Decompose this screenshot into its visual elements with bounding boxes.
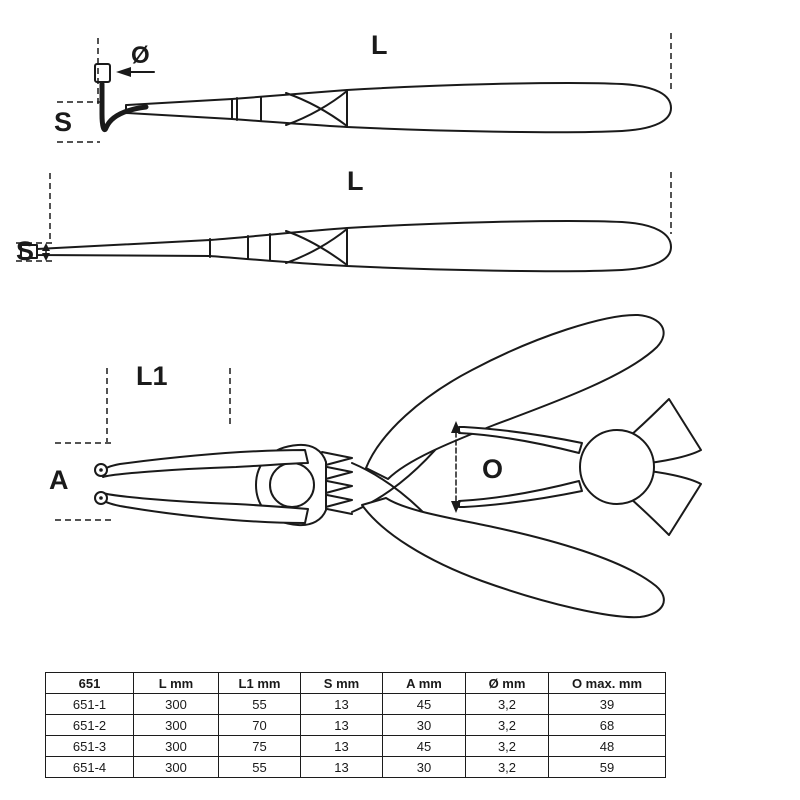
cell-model: 651-3 bbox=[45, 735, 134, 757]
head-on-joint-circle bbox=[579, 429, 655, 505]
cell-jaw-length: 55 bbox=[218, 693, 301, 715]
lower-handle bbox=[361, 497, 665, 619]
jaw-length-label: L1 bbox=[136, 361, 168, 391]
cell-diameter: 3,2 bbox=[465, 735, 549, 757]
cell-model: 651-1 bbox=[45, 693, 134, 715]
cell-tip-height: 13 bbox=[300, 693, 383, 715]
table-row: 651-2 300 70 13 30 3,2 68 bbox=[45, 714, 666, 736]
table-header-row: 651 L mm L1 mm S mm A mm Ø mm O max. mm bbox=[45, 672, 666, 694]
cell-tip-gap: 30 bbox=[382, 714, 466, 736]
cell-tip-height: 13 bbox=[300, 756, 383, 778]
header-jaw-length: L1 mm bbox=[218, 672, 301, 694]
diameter-arrow bbox=[116, 67, 155, 77]
spring-coil bbox=[321, 451, 353, 515]
opening-dimension-arrow bbox=[451, 421, 461, 513]
dimension-lines bbox=[55, 368, 231, 521]
cell-tip-gap: 45 bbox=[382, 693, 466, 715]
cell-max-opening: 68 bbox=[548, 714, 666, 736]
cell-model: 651-4 bbox=[45, 756, 134, 778]
table-row: 651-3 300 75 13 45 3,2 48 bbox=[45, 735, 666, 757]
cell-tip-gap: 45 bbox=[382, 735, 466, 757]
cell-max-opening: 48 bbox=[548, 735, 666, 757]
s-dimension-arrow bbox=[42, 243, 50, 261]
cell-max-opening: 39 bbox=[548, 693, 666, 715]
cell-tip-height: 13 bbox=[300, 735, 383, 757]
table-row: 651-1 300 55 13 45 3,2 39 bbox=[45, 693, 666, 715]
head-on-lower-arm bbox=[458, 480, 583, 508]
dimension-lines bbox=[16, 172, 672, 262]
cell-model: 651-2 bbox=[45, 714, 134, 736]
tip-height-label-straight-view: S bbox=[16, 236, 35, 266]
bent-tip-pliers-side-view bbox=[57, 33, 672, 143]
header-model: 651 bbox=[45, 672, 134, 694]
joint-cross-line bbox=[285, 92, 348, 127]
cell-jaw-length: 55 bbox=[218, 756, 301, 778]
cell-max-opening: 59 bbox=[548, 756, 666, 778]
joint-cross-line bbox=[285, 90, 348, 126]
joint-cross-line bbox=[285, 228, 348, 264]
head-on-upper-arm bbox=[458, 426, 583, 454]
specification-table-container: 651 L mm L1 mm S mm A mm Ø mm O max. mm … bbox=[45, 672, 666, 778]
cell-diameter: 3,2 bbox=[465, 714, 549, 736]
length-label-straight-view: L bbox=[347, 166, 364, 196]
header-tip-height: S mm bbox=[300, 672, 383, 694]
cell-length: 300 bbox=[133, 735, 219, 757]
cell-jaw-length: 75 bbox=[218, 735, 301, 757]
pliers-technical-drawing bbox=[16, 33, 702, 619]
head-on-view bbox=[451, 398, 702, 536]
diameter-label: Ø bbox=[131, 42, 150, 69]
cell-length: 300 bbox=[133, 714, 219, 736]
tip-gap-label: A bbox=[49, 465, 69, 495]
table-row: 651-4 300 55 13 30 3,2 59 bbox=[45, 756, 666, 778]
tip-height-label-bent-view: S bbox=[54, 107, 73, 137]
cell-length: 300 bbox=[133, 756, 219, 778]
needle-tip bbox=[36, 239, 211, 257]
cell-tip-gap: 30 bbox=[382, 756, 466, 778]
full-pliers-view bbox=[55, 313, 665, 619]
straight-tip-pliers-side-view bbox=[16, 172, 672, 273]
dimension-lines bbox=[57, 33, 672, 143]
cell-diameter: 3,2 bbox=[465, 756, 549, 778]
cell-jaw-length: 70 bbox=[218, 714, 301, 736]
header-diameter: Ø mm bbox=[465, 672, 549, 694]
max-opening-label: O bbox=[482, 454, 504, 484]
header-length: L mm bbox=[133, 672, 219, 694]
cell-tip-height: 13 bbox=[300, 714, 383, 736]
cell-diameter: 3,2 bbox=[465, 693, 549, 715]
bent-tip bbox=[99, 81, 149, 133]
pivot-cutout bbox=[269, 462, 315, 508]
joint-cross-line bbox=[285, 230, 348, 266]
pliers-handle bbox=[346, 81, 672, 134]
cell-length: 300 bbox=[133, 693, 219, 715]
pliers-handle bbox=[346, 219, 672, 273]
specification-table: 651 L mm L1 mm S mm A mm Ø mm O max. mm … bbox=[45, 672, 666, 778]
header-max-opening: O max. mm bbox=[548, 672, 666, 694]
header-tip-gap: A mm bbox=[382, 672, 466, 694]
length-label-bent-view: L bbox=[371, 30, 388, 60]
tip-end bbox=[20, 244, 38, 259]
